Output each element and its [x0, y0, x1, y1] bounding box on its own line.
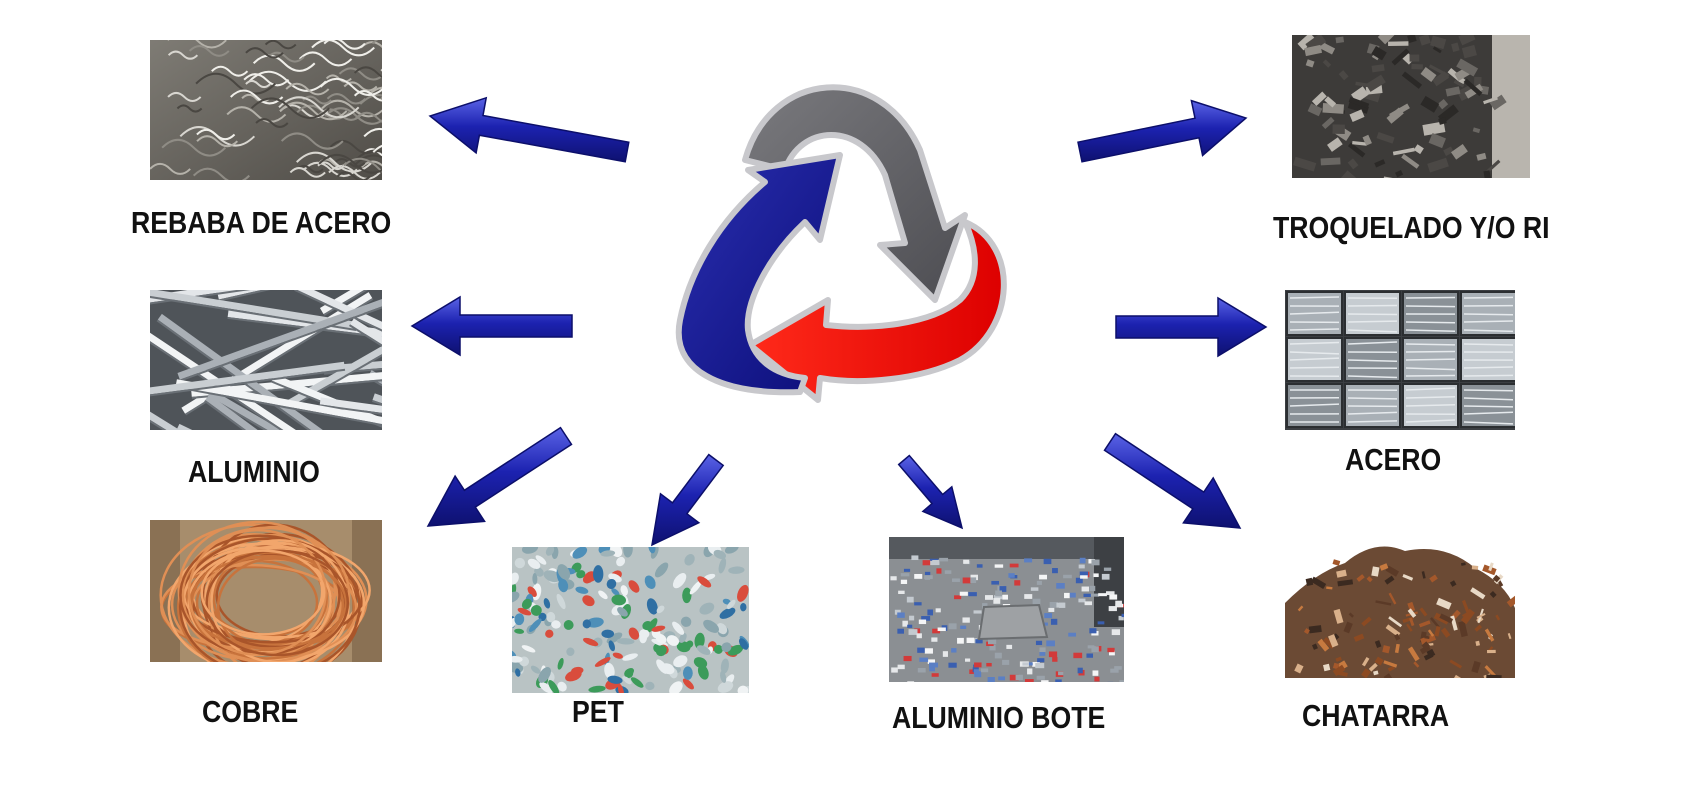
logo-gray-arrow — [742, 84, 968, 303]
rebaba-de-acero-photo — [150, 40, 382, 180]
cobre-photo — [150, 520, 382, 662]
recycling-triangle-logo — [675, 84, 1007, 403]
troquelado-label: TROQUELADO Y/O RI — [1273, 210, 1550, 245]
arrow-to-aluminio-bote — [897, 454, 964, 530]
aluminio-bote-photo — [889, 537, 1124, 682]
chatarra-label: CHATARRA — [1302, 698, 1450, 733]
arrow-to-aluminio — [410, 295, 573, 357]
arrow-to-acero — [1115, 296, 1268, 358]
acero-label: ACERO — [1345, 442, 1442, 477]
cobre-label: COBRE — [202, 694, 299, 729]
acero-photo — [1285, 290, 1515, 430]
arrow-to-troquelado — [1077, 99, 1248, 163]
aluminio-label: ALUMINIO — [188, 454, 320, 489]
troquelado-photo — [1292, 35, 1530, 178]
pet-label: PET — [572, 694, 624, 729]
aluminio-bote-label: ALUMINIO BOTE — [892, 700, 1106, 735]
aluminio-photo — [150, 290, 382, 430]
arrow-to-chatarra — [1103, 432, 1242, 529]
arrow-to-rebaba — [428, 96, 630, 163]
rebaba-de-acero-label: REBABA DE ACERO — [131, 205, 392, 240]
arrow-to-pet — [651, 453, 725, 547]
logo-navy-arrow — [675, 152, 843, 396]
logo-red-arrow — [747, 219, 1007, 403]
chatarra-photo — [1285, 533, 1515, 678]
arrow-to-cobre — [426, 426, 573, 527]
pet-photo — [512, 547, 749, 693]
